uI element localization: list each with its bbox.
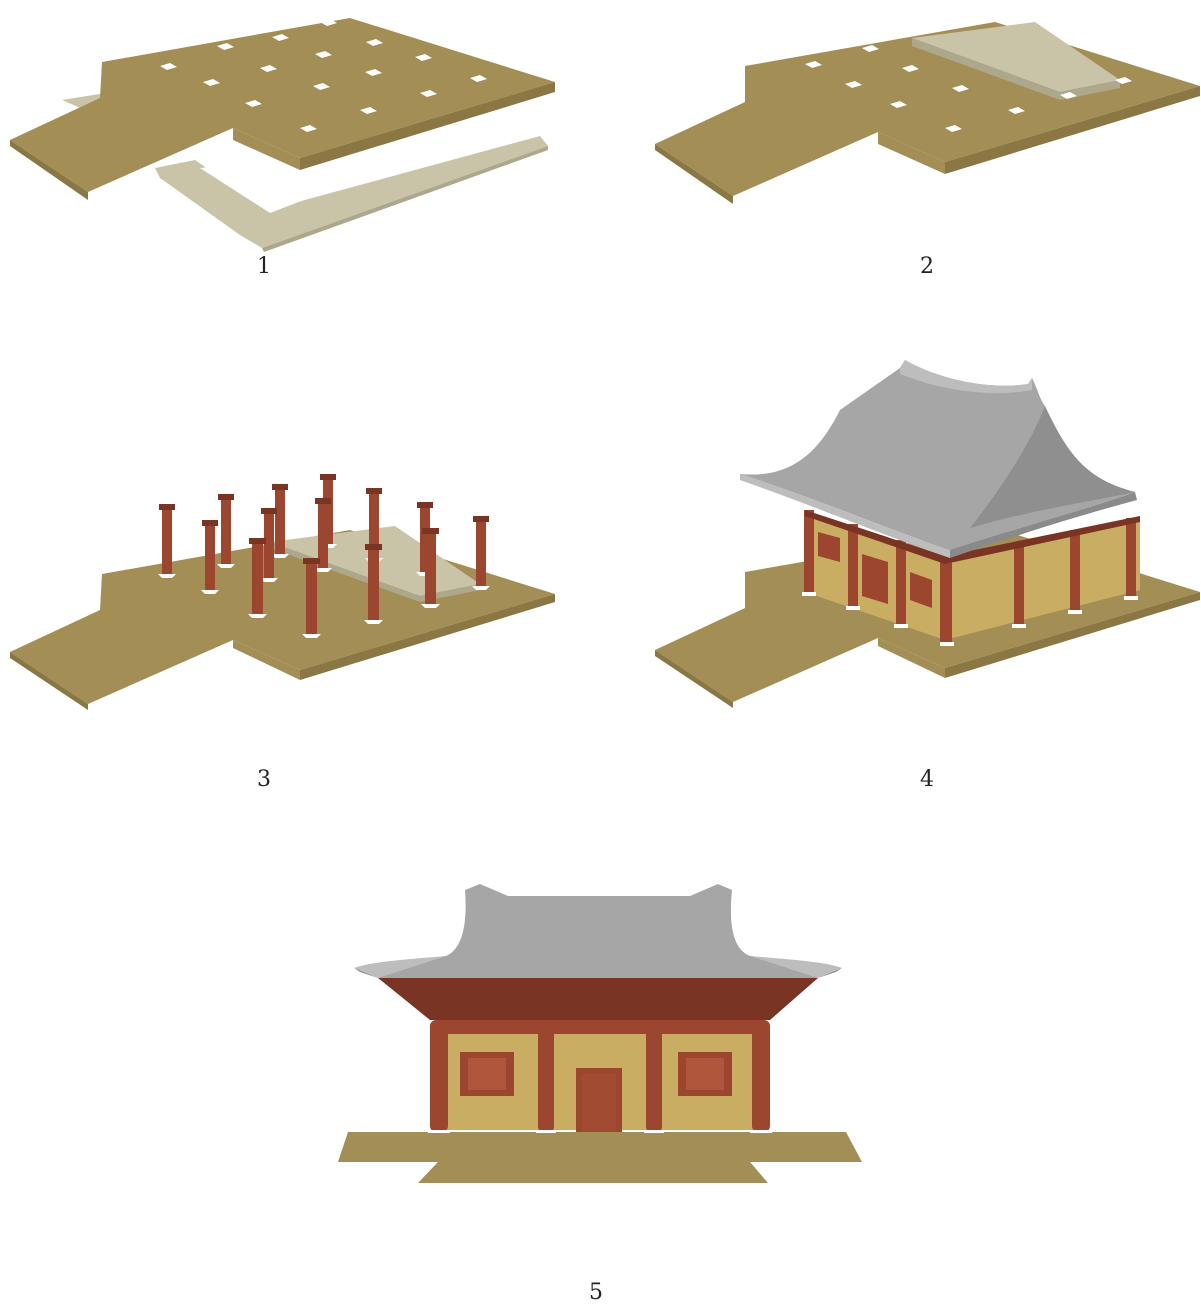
step-3-panel: 3 bbox=[0, 470, 600, 800]
lattice-window bbox=[678, 1052, 732, 1096]
hall-roof bbox=[740, 360, 1135, 550]
step-1-panel: 1 bbox=[0, 0, 600, 290]
lattice-window bbox=[460, 1052, 514, 1096]
step-label-4: 4 bbox=[907, 767, 947, 792]
step-2-illustration bbox=[600, 0, 1201, 250]
step-label-5: 5 bbox=[576, 1280, 616, 1305]
step-5-panel: 5 bbox=[330, 870, 870, 1304]
step-5-illustration bbox=[330, 870, 870, 1190]
step-label-2: 2 bbox=[907, 254, 947, 279]
main-door bbox=[862, 554, 888, 604]
step-3-illustration bbox=[0, 470, 600, 720]
step-label-1: 1 bbox=[244, 254, 284, 279]
step-4-panel: 4 bbox=[600, 350, 1201, 800]
step-2-panel: 2 bbox=[600, 0, 1201, 290]
step-4-illustration bbox=[600, 350, 1201, 720]
hall-roof bbox=[378, 884, 818, 978]
ground-platform bbox=[338, 1132, 862, 1183]
step-1-illustration bbox=[0, 0, 600, 250]
step-label-3: 3 bbox=[244, 767, 284, 792]
